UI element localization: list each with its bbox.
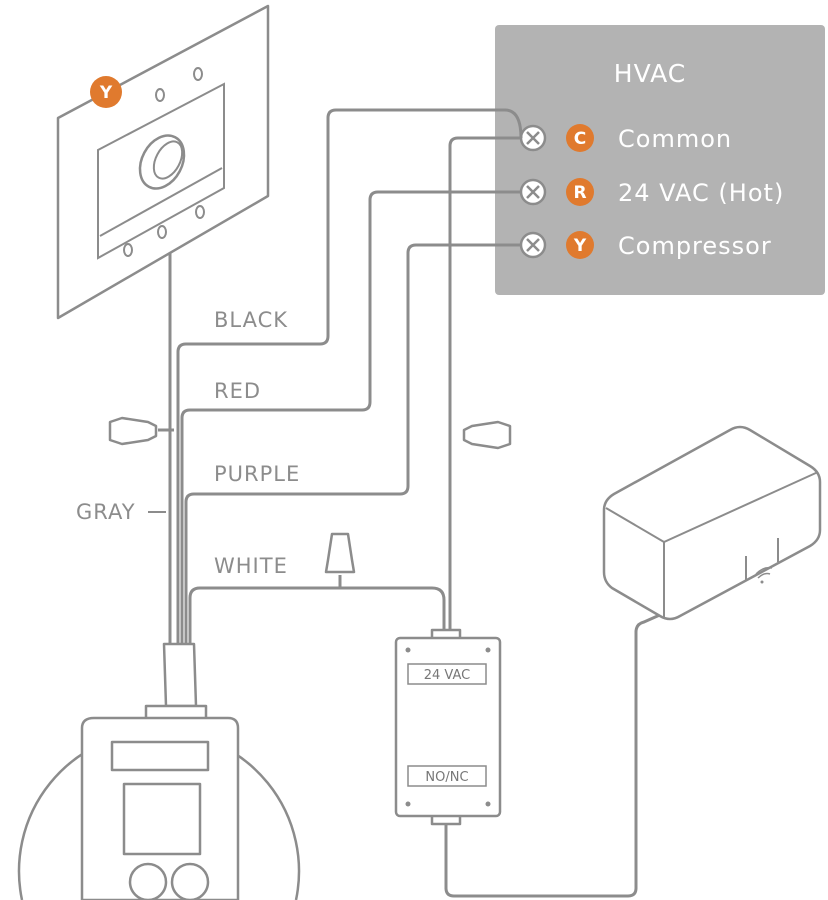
relay-top-label: 24 VAC xyxy=(424,668,470,683)
hvac-title: HVAC xyxy=(614,59,686,88)
terminal-label: Common xyxy=(618,125,732,153)
common-wire xyxy=(448,136,521,632)
terminal-badge xyxy=(566,124,594,152)
terminal-c: C Common xyxy=(519,124,732,153)
wall-plate: Y xyxy=(56,4,270,320)
relay-screw-icon xyxy=(485,647,491,653)
button-icon xyxy=(170,862,210,900)
screw-cross-icon xyxy=(526,238,540,252)
label-white: WHITE xyxy=(214,554,288,578)
terminal-badge-letter: Y xyxy=(573,236,587,256)
terminal-label: 24 VAC (Hot) xyxy=(618,179,784,207)
hub-body xyxy=(602,425,822,621)
wire-nut-left xyxy=(108,416,158,446)
label-black: BLACK xyxy=(214,308,288,332)
hub-device xyxy=(602,425,822,621)
terminal-badge xyxy=(566,178,594,206)
wall-plate-inner-line xyxy=(99,167,223,237)
wall-plate-badge-letter: Y xyxy=(99,83,113,103)
relay-to-hub-wire xyxy=(444,612,663,898)
terminal-badge-letter: R xyxy=(573,183,586,203)
white-wire xyxy=(188,586,446,645)
wire-nut-icon xyxy=(462,420,512,450)
screw-icon xyxy=(195,205,205,219)
label-purple: PURPLE xyxy=(214,462,300,486)
wire-nut-icon xyxy=(108,416,158,446)
label-gray: GRAY xyxy=(76,500,136,524)
relay-screw-icon xyxy=(405,647,411,653)
wire-sheath xyxy=(162,642,198,708)
terminal-badge-letter: C xyxy=(574,129,586,149)
relay-bottom-label: NO/NC xyxy=(425,770,468,785)
black-wire xyxy=(176,108,523,645)
screw-icon xyxy=(123,243,133,257)
screw-icon xyxy=(155,88,165,102)
screw-cross-icon xyxy=(526,131,540,145)
wall-plate-hole xyxy=(138,134,186,190)
wall-plate-opening xyxy=(97,82,225,260)
relay-screw-icon xyxy=(485,801,491,807)
relay-screw-icon xyxy=(405,801,411,807)
terminal-label: Compressor xyxy=(618,232,772,260)
display-area xyxy=(122,782,202,856)
wire-nut-icon xyxy=(324,532,356,574)
screw-cross-icon xyxy=(526,185,540,199)
button-icon xyxy=(128,862,168,900)
screw-icon xyxy=(193,67,203,81)
thermostat-detail xyxy=(17,642,301,900)
terminal-badge xyxy=(566,231,594,259)
label-red: RED xyxy=(214,379,261,403)
wall-plate-badge xyxy=(90,76,122,108)
wire-nut-right xyxy=(462,420,512,450)
hvac-panel: HVAC C Common R 24 VAC (Hot) Y Compresso… xyxy=(495,25,825,295)
relay-top-label-box xyxy=(407,663,487,685)
red-wire xyxy=(180,190,521,645)
screw-icon xyxy=(157,225,167,239)
purple-wire xyxy=(184,243,521,645)
wire-nut-white xyxy=(324,532,356,574)
relay-box: 24 VAC NO/NC xyxy=(394,628,502,826)
hvac-panel-background xyxy=(495,25,825,295)
wifi-icon xyxy=(755,566,773,584)
terminal-strip xyxy=(110,740,210,772)
terminal-y: Y Compressor xyxy=(519,231,772,260)
terminal-r: R 24 VAC (Hot) xyxy=(519,178,784,207)
relay-bottom-label-box xyxy=(407,765,487,787)
wall-plate-hole-inner xyxy=(152,140,184,180)
